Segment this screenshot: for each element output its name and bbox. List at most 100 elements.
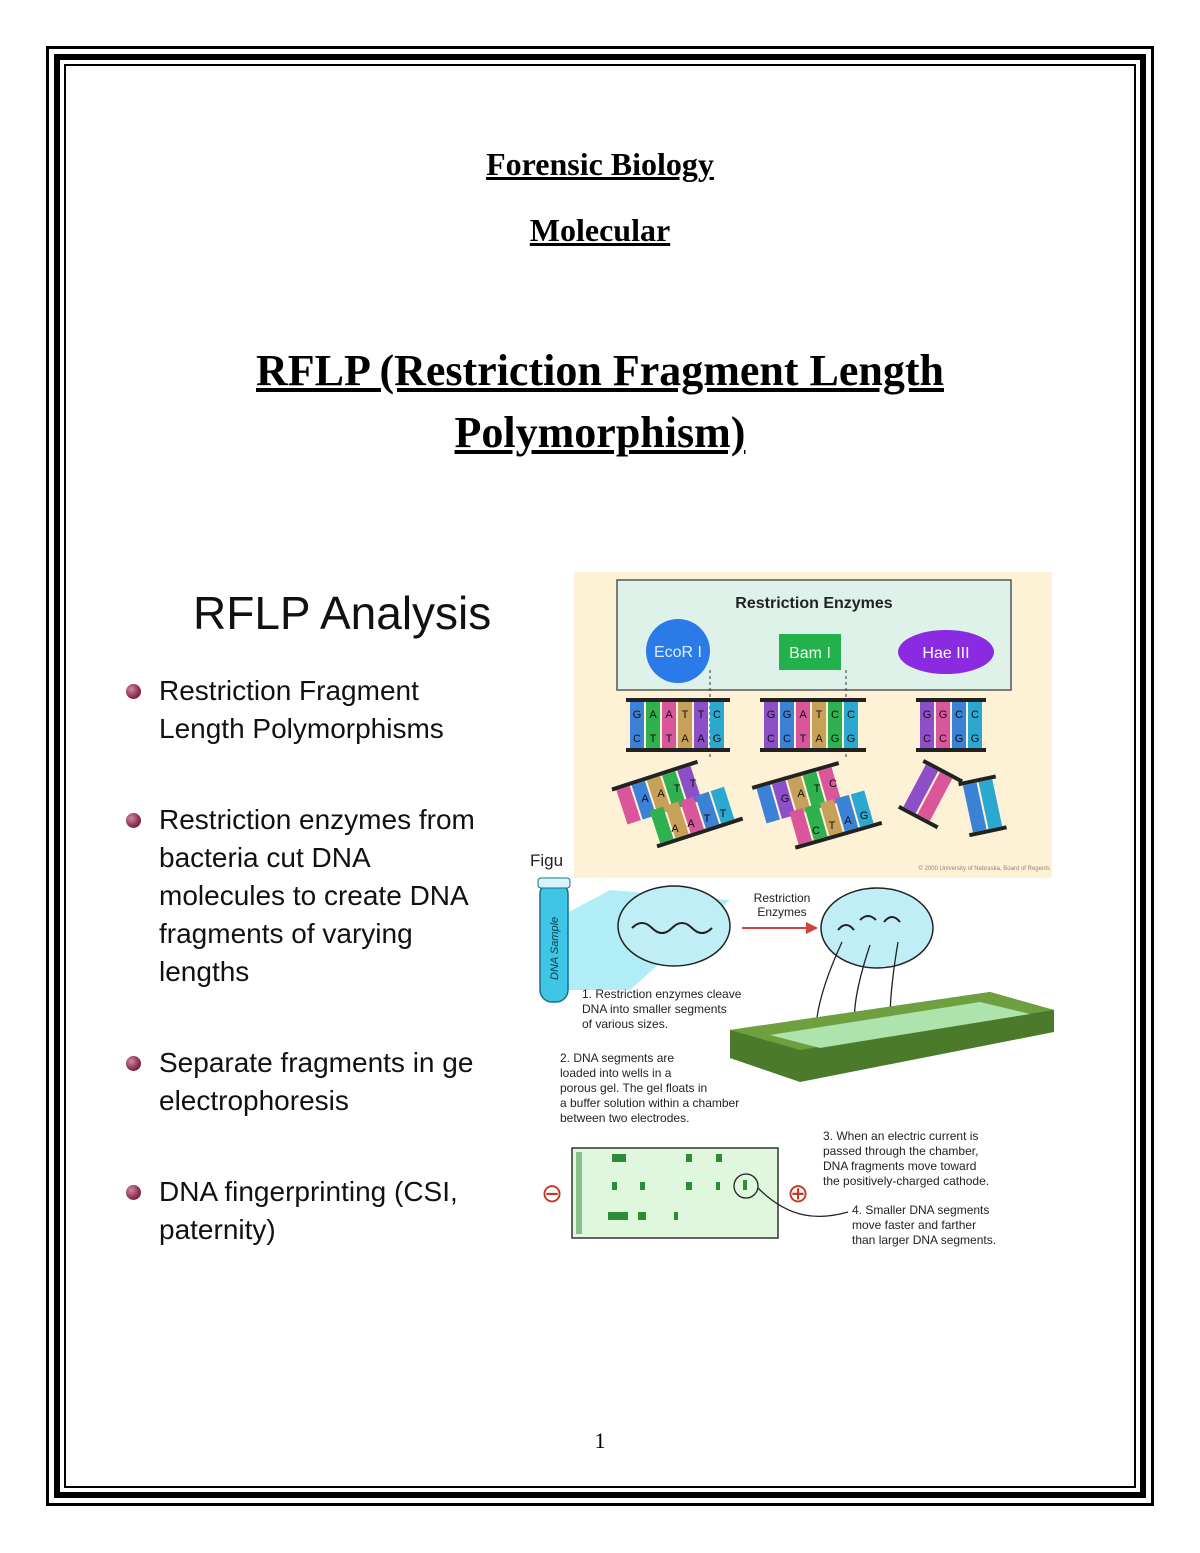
base-label: A <box>815 733 823 745</box>
step4-line: 4. Smaller DNA segments <box>852 1203 989 1217</box>
base-label: C <box>847 709 855 721</box>
base-label: T <box>814 783 821 795</box>
base-label: A <box>665 709 673 721</box>
base-label: T <box>698 709 705 721</box>
page-number: 1 <box>594 1428 606 1453</box>
step3-line: DNA fragments move toward <box>823 1159 976 1173</box>
base-label: G <box>831 733 840 745</box>
base-label: C <box>923 733 931 745</box>
ecor-enzyme <box>646 619 710 683</box>
cut-fragments-bam <box>751 761 883 850</box>
step2-line: between two electrodes. <box>560 1111 689 1125</box>
bam-enzyme <box>779 634 841 670</box>
cut-fragments-hae <box>897 759 1007 838</box>
positive-electrode-icon: ⊕ <box>787 1178 809 1208</box>
ecor-label: EcoR I <box>654 644 702 661</box>
page-border-inner <box>64 64 1136 1488</box>
pointer-line <box>757 1187 849 1218</box>
base-label: A <box>649 709 657 721</box>
base-label: G <box>713 733 722 745</box>
dna-circle-cut <box>820 887 934 969</box>
dna-strand-ecor <box>626 698 730 752</box>
base-label: C <box>783 733 791 745</box>
base-label: A <box>844 815 852 827</box>
hae-enzyme <box>898 630 994 674</box>
base-label: C <box>971 709 979 721</box>
base-label: G <box>781 793 790 805</box>
highlight-band <box>743 1180 747 1190</box>
arrow-head-icon <box>806 922 818 934</box>
base-label: C <box>767 733 775 745</box>
bullet-line: molecules to create DNA <box>159 880 469 911</box>
base-label: G <box>939 709 948 721</box>
highlight-circle <box>733 1173 759 1199</box>
dna-squiggle <box>631 922 713 934</box>
bullet-item: Separate fragments in ge electrophoresis <box>126 1044 526 1120</box>
bullet-line: lengths <box>159 956 250 987</box>
base-label: T <box>704 813 711 825</box>
bullet-dot-icon <box>126 813 141 828</box>
step3-line: the positively-charged cathode. <box>823 1174 989 1188</box>
step1-line: 1. Restriction enzymes cleave <box>582 987 742 1001</box>
base-label: A <box>697 733 705 745</box>
gel-slab <box>770 1002 1030 1048</box>
arrow-label-line2: Enzymes <box>757 905 806 919</box>
page-border-middle <box>54 54 1146 1498</box>
bullet-item: DNA fingerprinting (CSI, paternity) <box>126 1173 526 1249</box>
base-label: T <box>682 709 689 721</box>
base-label: G <box>923 709 932 721</box>
bullet-item: Restriction Fragment Length Polymorphism… <box>126 672 526 748</box>
bam-label: Bam I <box>789 645 831 662</box>
base-label: A <box>657 788 665 800</box>
base-label: T <box>650 733 657 745</box>
base-label: G <box>971 733 980 745</box>
base-label: G <box>767 709 776 721</box>
base-label: A <box>687 818 695 830</box>
base-label: A <box>641 793 649 805</box>
bullet-line: Restriction enzymes from <box>159 804 475 835</box>
bullet-line: fragments of varying <box>159 918 413 949</box>
bullet-line: electrophoresis <box>159 1085 349 1116</box>
base-label: C <box>955 709 963 721</box>
enzymes-title: Restriction Enzymes <box>735 595 892 612</box>
step1-line: of various sizes. <box>582 1017 668 1031</box>
step3-line: 3. When an electric current is <box>823 1129 978 1143</box>
base-label: G <box>633 709 642 721</box>
figure-caption-fragment: Figu <box>530 851 563 870</box>
dna-fragments <box>837 915 901 931</box>
base-label: A <box>797 788 805 800</box>
step2-line: loaded into wells in a <box>560 1066 672 1080</box>
arrow-label-line1: Restriction <box>754 891 811 905</box>
base-label: G <box>955 733 964 745</box>
step4-line: than larger DNA segments. <box>852 1233 996 1247</box>
copyright-note: © 2000 University of Nebraska, Board of … <box>919 865 1051 872</box>
step2-line: porous gel. The gel floats in <box>560 1081 707 1095</box>
base-label: C <box>829 778 837 790</box>
tube-label: DNA Sample <box>549 917 561 980</box>
slide-title: RFLP Analysis <box>193 587 492 639</box>
bullet-line: Length Polymorphisms <box>159 713 444 744</box>
dna-strand-hae <box>916 698 986 752</box>
rflp-figure: Restriction Enzymes EcoR I Bam I Hae III… <box>530 572 1054 1247</box>
dna-strand-bam <box>760 698 866 752</box>
base-label: T <box>829 820 836 832</box>
step1-line: DNA into smaller segments <box>582 1002 727 1016</box>
cut-fragments-ecor <box>611 759 744 849</box>
base-label: T <box>674 783 681 795</box>
bullet-item: Restriction enzymes from bacteria cut DN… <box>126 801 526 991</box>
base-label: C <box>633 733 641 745</box>
base-label: T <box>800 733 807 745</box>
main-title-line1: RFLP (Restriction Fragment Length <box>256 346 944 395</box>
base-label: T <box>720 808 727 820</box>
subject-heading: Forensic Biology <box>486 146 714 182</box>
base-label: A <box>671 823 679 835</box>
bullet-dot-icon <box>126 684 141 699</box>
base-label: T <box>666 733 673 745</box>
base-label: G <box>783 709 792 721</box>
gel-result <box>571 1147 779 1239</box>
bullet-line: paternity) <box>159 1214 276 1245</box>
base-label: C <box>939 733 947 745</box>
bullet-line: Restriction Fragment <box>159 675 419 706</box>
step4-line: move faster and farther <box>852 1218 976 1232</box>
base-label: G <box>860 810 869 822</box>
